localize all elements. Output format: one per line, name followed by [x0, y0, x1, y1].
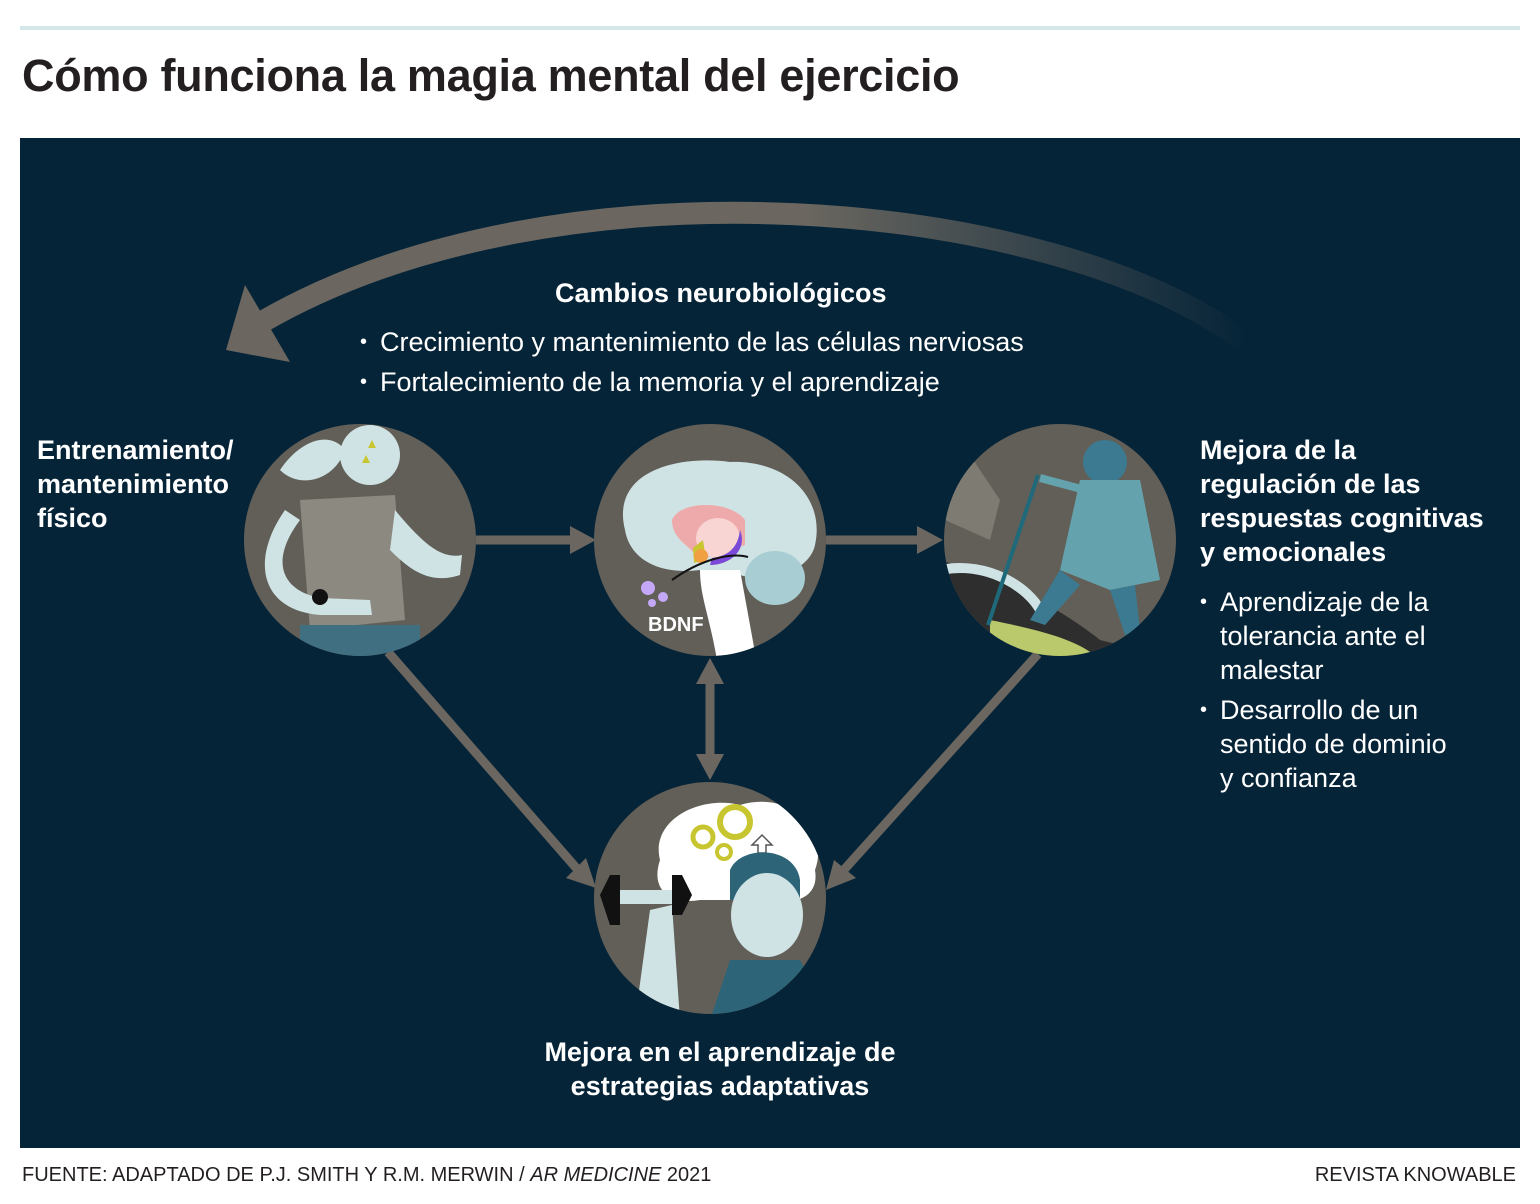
source-credit: FUENTE: ADAPTADO DE P.J. SMITH Y R.M. ME… [22, 1164, 711, 1187]
feedback-arc-arrow [226, 201, 1252, 362]
neurobiological-heading: Cambios neurobiológicos [555, 278, 887, 308]
regulation-bullet: Aprendizaje de la tolerancia ante el mal… [1200, 585, 1447, 687]
bullet-line: Desarrollo de un [1220, 695, 1419, 725]
training-label: Entrenamiento/ mantenimiento físico [37, 433, 234, 535]
hiker-illustration [944, 424, 1176, 656]
source-year: 2021 [661, 1164, 712, 1186]
page-title: Cómo funciona la magia mental del ejerci… [22, 50, 960, 101]
source-journal: AR MEDICINE [530, 1164, 662, 1186]
neurobiological-list: Crecimiento y mantenimiento de las célul… [360, 325, 1024, 399]
regulation-heading-line: y emocionales [1200, 537, 1387, 567]
bullet-line: malestar [1220, 655, 1324, 685]
neurobiological-bullet: Fortalecimiento de la memoria y el apren… [360, 365, 1024, 399]
neurobiological-bullet: Crecimiento y mantenimiento de las célul… [360, 325, 1024, 359]
bullet-line: sentido de dominio [1220, 729, 1447, 759]
top-rule [20, 26, 1520, 30]
regulation-heading-line: regulación de las [1200, 469, 1421, 499]
regulation-heading: Mejora de la regulación de las respuesta… [1200, 433, 1484, 569]
learning-label: Mejora en el aprendizaje de estrategias … [420, 1035, 1020, 1103]
training-label-line: Entrenamiento/ [37, 435, 234, 465]
arrow-training-to-learning [384, 649, 582, 873]
regulation-heading-line: Mejora de la [1200, 435, 1357, 465]
source-text: FUENTE: ADAPTADO DE P.J. SMITH Y R.M. ME… [22, 1164, 531, 1186]
regulation-list: Aprendizaje de la tolerancia ante el mal… [1200, 585, 1447, 795]
bullet-line: Aprendizaje de la [1220, 587, 1429, 617]
learning-label-line: estrategias adaptativas [570, 1071, 870, 1101]
learner-illustration [594, 782, 826, 1014]
runner-illustration [244, 424, 476, 656]
bullet-line: tolerancia ante el [1220, 621, 1426, 651]
bullet-line: y confianza [1220, 763, 1357, 793]
regulation-bullet: Desarrollo de un sentido de dominio y co… [1200, 693, 1447, 795]
arrow-regulation-to-learning [838, 650, 1042, 876]
learning-label-line: Mejora en el aprendizaje de [544, 1037, 896, 1067]
training-label-line: mantenimiento [37, 469, 230, 499]
brain-illustration [594, 424, 826, 656]
bdnf-label: BDNF [648, 614, 704, 636]
training-label-line: físico [37, 503, 108, 533]
publisher-credit: REVISTA KNOWABLE [1314, 1164, 1516, 1186]
regulation-heading-line: respuestas cognitivas [1200, 503, 1484, 533]
